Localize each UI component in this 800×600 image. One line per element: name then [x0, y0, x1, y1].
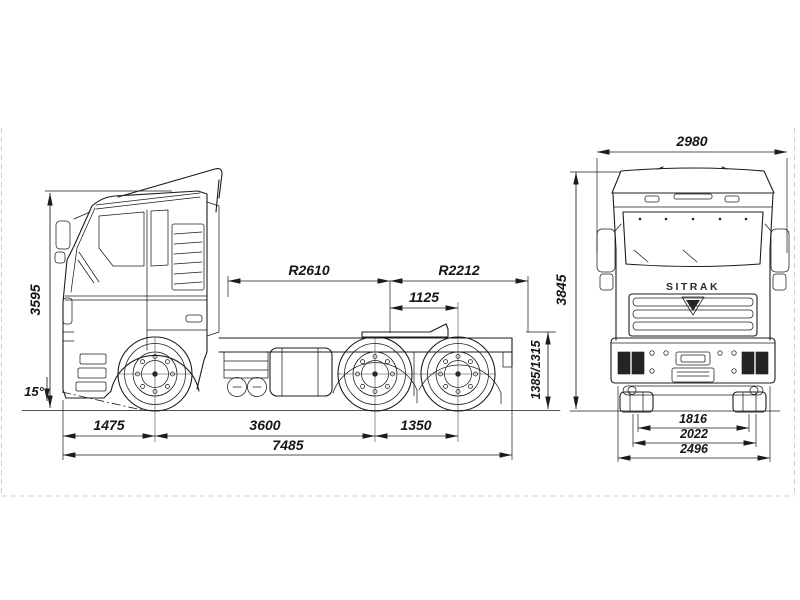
- dim-swing-radii: R2610 R2212: [227, 262, 556, 333]
- fuel-tank: [269, 347, 333, 397]
- dim-label-wheelbase: 3600: [249, 417, 280, 433]
- mirror-right: [764, 223, 790, 291]
- dim-fifthwheel-height: 1385/1315: [529, 332, 551, 409]
- mirror-side: [54, 211, 91, 264]
- dim-fifthwheel-to-axle: 1125: [390, 289, 458, 311]
- dim-label-front-track: 1816: [679, 412, 708, 426]
- door-window: [98, 211, 145, 267]
- cab-steps: [75, 353, 107, 392]
- roof-spoiler: [117, 168, 223, 213]
- roof-spoiler-front: [611, 166, 775, 194]
- dim-label-fifthwheel-to-axle: 1125: [409, 289, 439, 305]
- dim-approach-angle: 15°: [24, 377, 143, 411]
- rear-bracket: [502, 351, 513, 368]
- air-tanks: [227, 377, 267, 397]
- side-view: 3595 15° R2610 R2212 1125 1385/1315: [21, 168, 561, 460]
- cab-front: SITRAK: [596, 166, 790, 413]
- tow-cover: [675, 351, 711, 366]
- grille-logo-icon: [681, 296, 705, 316]
- front-tyre-right: [732, 391, 767, 413]
- front-tyre-left: [619, 391, 654, 413]
- battery-box: [223, 351, 269, 379]
- headlight-side: [62, 297, 73, 325]
- bumper: [610, 337, 776, 384]
- windshield: [622, 211, 764, 268]
- marker-lamp-right: [724, 195, 740, 203]
- dim-label-overall-length: 7485: [272, 437, 303, 453]
- dim-label-width-over-mirrors: 2980: [675, 133, 707, 149]
- page-border: [1, 128, 795, 497]
- axle-centerlines: [117, 302, 496, 442]
- dim-bottom-side: 1475 3600 1350 7485: [62, 354, 513, 460]
- dim-label-approach-angle: 15°: [24, 384, 44, 399]
- windshield-edge: [70, 207, 96, 293]
- dim-label-rear-axle-spacing: 1350: [400, 417, 431, 433]
- marker-lamp-left: [644, 195, 660, 203]
- brand-badge: SITRAK: [666, 281, 720, 293]
- license-plate-recess: [671, 367, 715, 383]
- windshield-dots: [638, 217, 748, 221]
- front-axle-bar: [622, 385, 764, 396]
- dim-label-rear-swing-radius: R2212: [438, 262, 479, 278]
- cab-side: [54, 168, 223, 399]
- dim-label-front-overhang: 1475: [93, 417, 124, 433]
- dim-label-front-swing-radius: R2610: [288, 262, 329, 278]
- wipers-front: [633, 249, 698, 263]
- bumper-bolts: [649, 350, 737, 374]
- headlight-right: [741, 351, 769, 375]
- wiper: [77, 251, 100, 284]
- grille: [628, 293, 758, 337]
- roof-handle: [673, 193, 713, 200]
- dim-label-width-over-tyres: 2022: [679, 427, 708, 441]
- dim-label-overall-height-front: 3845: [553, 274, 569, 305]
- dim-label-overall-height: 3595: [27, 284, 43, 315]
- front-view: SITRAK: [553, 133, 790, 462]
- headlight-left: [617, 351, 645, 375]
- dim-label-overall-width: 2496: [679, 442, 709, 456]
- door-handle: [185, 314, 203, 323]
- dim-overall-height-front: 3845: [553, 171, 620, 409]
- dim-width-over-mirrors: 2980: [596, 133, 788, 253]
- mirror-left: [596, 223, 622, 291]
- cab-louvres: [171, 223, 205, 291]
- fifth-wheel: [361, 323, 449, 339]
- rear-quarter-window: [150, 209, 169, 267]
- dim-bottom-front: 1816 2022 2496: [617, 386, 771, 462]
- cab-rear-fairing: [206, 201, 220, 337]
- dim-label-fifthwheel-height: 1385/1315: [529, 339, 543, 399]
- dim-overall-height: 3595: [27, 190, 172, 408]
